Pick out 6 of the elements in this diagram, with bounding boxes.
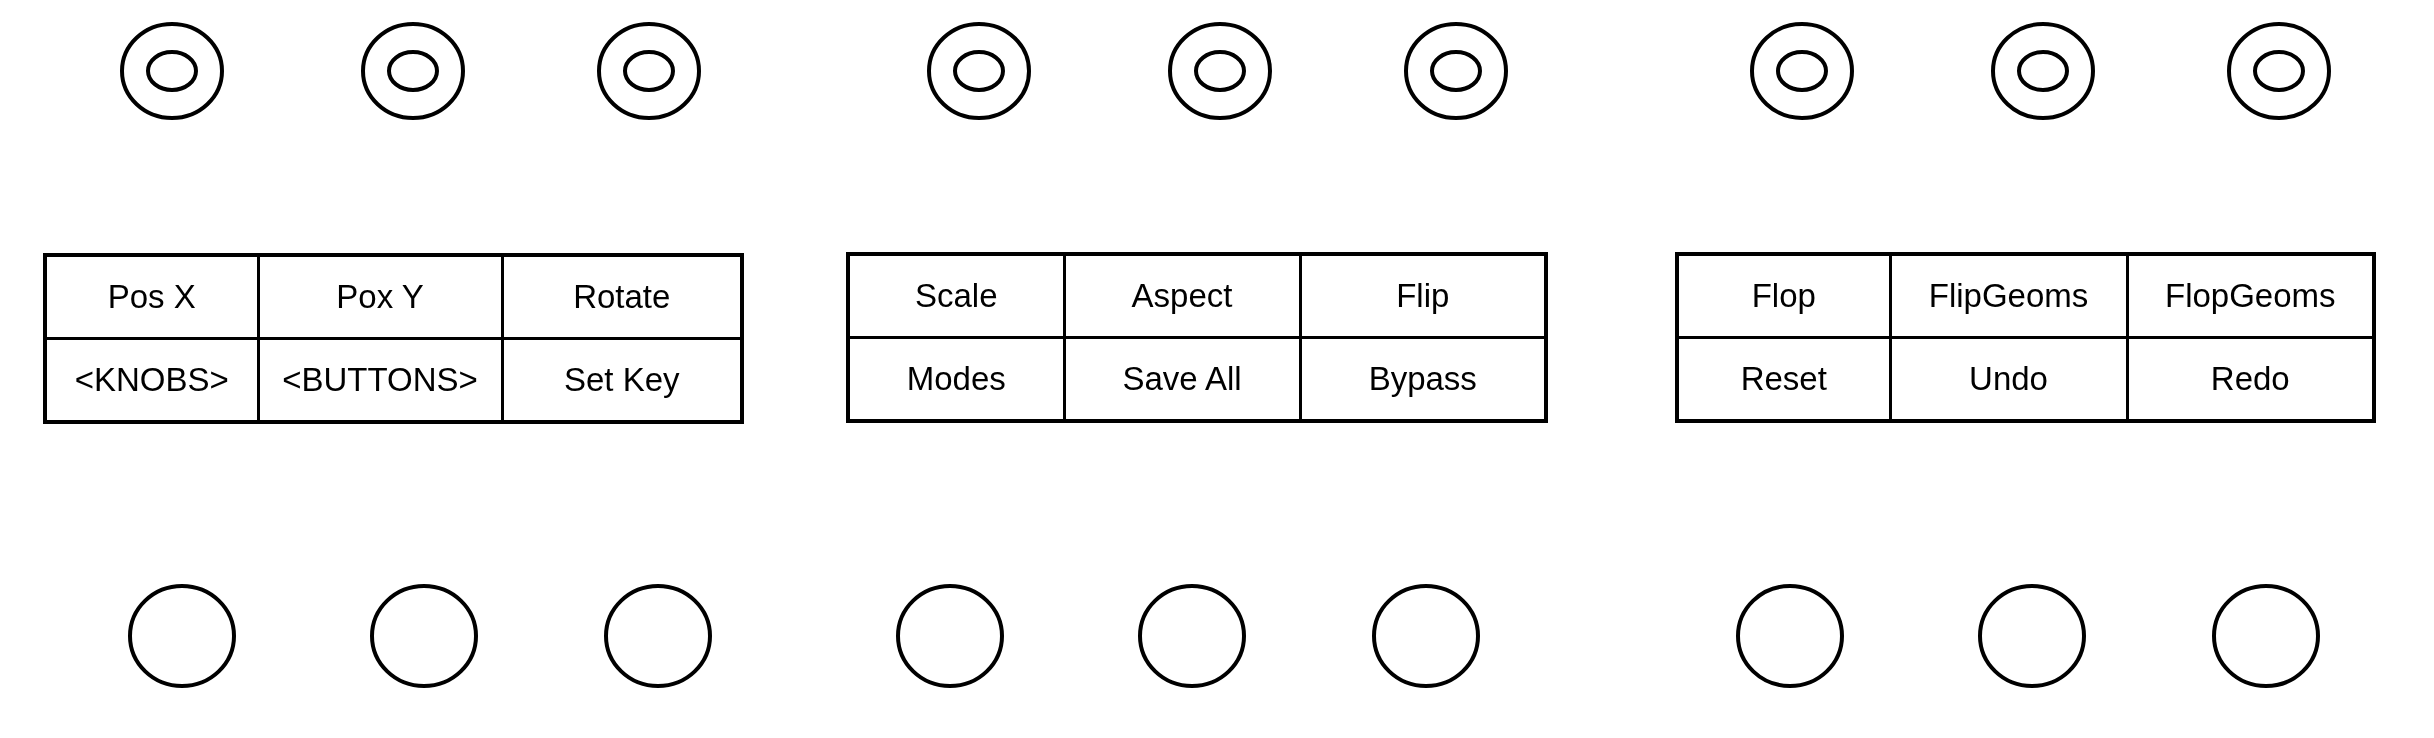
table-cell: Pox Y	[258, 255, 502, 339]
table-cell: Flop	[1677, 254, 1890, 338]
table-cell: Pos X	[45, 255, 258, 339]
table-cell: Scale	[848, 254, 1064, 338]
table-cell: Aspect	[1064, 254, 1300, 338]
table-cell: FlipGeoms	[1890, 254, 2127, 338]
